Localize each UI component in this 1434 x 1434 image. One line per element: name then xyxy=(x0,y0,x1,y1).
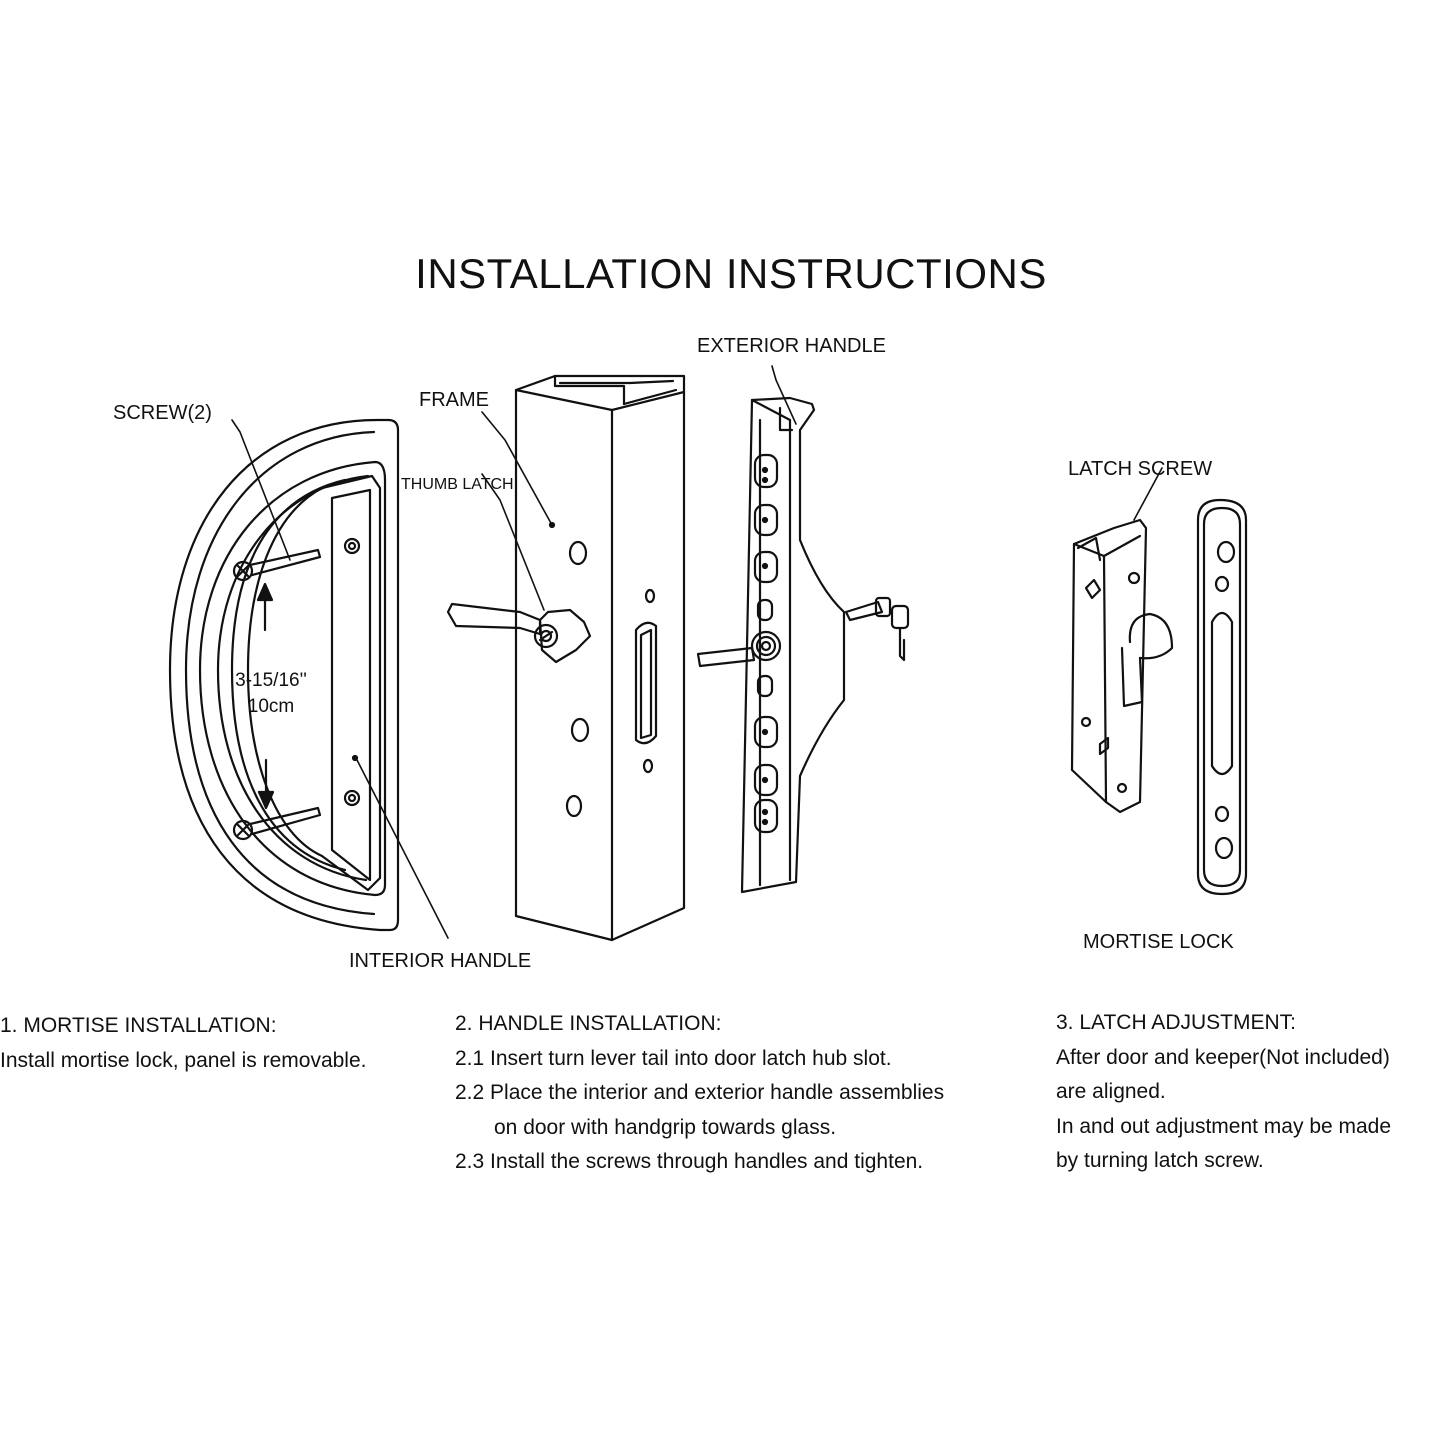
step-2-3-line: 2.3 Install the screws through handles a… xyxy=(455,1150,924,1173)
mortise-lock-drawing xyxy=(1070,467,1174,814)
dimension-label: 3-15/16'' 10cm xyxy=(226,668,316,720)
step-2-heading: 2. HANDLE INSTALLATION: xyxy=(455,1012,722,1035)
label-frame: FRAME xyxy=(419,389,489,411)
step-1-mortise-installation: 1. MORTISE INSTALLATION: Install mortise… xyxy=(0,1009,367,1078)
step-3-line-3: In and out adjustment may be made xyxy=(1056,1114,1392,1138)
label-mortise-lock: MORTISE LOCK xyxy=(1083,931,1234,953)
step-3-latch-adjustment: 3. LATCH ADJUSTMENT: After door and keep… xyxy=(1056,1006,1391,1179)
step-2-handle-installation: 2. HANDLE INSTALLATION: 2.1 Insert turn … xyxy=(455,1007,944,1180)
label-exterior-handle: EXTERIOR HANDLE xyxy=(697,335,886,357)
label-interior-handle: INTERIOR HANDLE xyxy=(349,950,532,972)
label-screw: SCREW(2) xyxy=(113,402,212,424)
page-title: INSTALLATION INSTRUCTIONS xyxy=(415,250,1047,297)
dimension-centimeters: 10cm xyxy=(247,696,295,717)
step-1-heading: 1. MORTISE INSTALLATION: xyxy=(0,1014,277,1037)
step-2-2-line: 2.2 Place the interior and exterior hand… xyxy=(455,1081,945,1104)
step-3-line-4: by turning latch screw. xyxy=(1056,1149,1264,1172)
interior-handle-drawing xyxy=(168,418,449,939)
thumb-latch-drawing xyxy=(446,602,592,664)
step-2-1-line: 2.1 Insert turn lever tail into door lat… xyxy=(455,1046,892,1070)
step-3-heading: 3. LATCH ADJUSTMENT: xyxy=(1056,1011,1296,1034)
label-thumb-latch: THUMB LATCH xyxy=(401,476,514,493)
frame-drawing xyxy=(481,374,686,942)
step-3-line-2: are aligned. xyxy=(1056,1080,1166,1103)
dimension-inches: 3-15/16'' xyxy=(235,670,307,691)
label-latch-screw: LATCH SCREW xyxy=(1068,458,1213,480)
step-1-line: Install mortise lock, panel is removable… xyxy=(0,1048,367,1072)
exterior-handle-drawing xyxy=(696,365,846,894)
step-2-2-continuation: on door with handgrip towards glass. xyxy=(494,1115,837,1139)
key-drawing xyxy=(844,596,910,662)
keeper-plate-drawing xyxy=(1196,498,1248,896)
step-3-line-1: After door and keeper(Not included) xyxy=(1056,1045,1390,1069)
